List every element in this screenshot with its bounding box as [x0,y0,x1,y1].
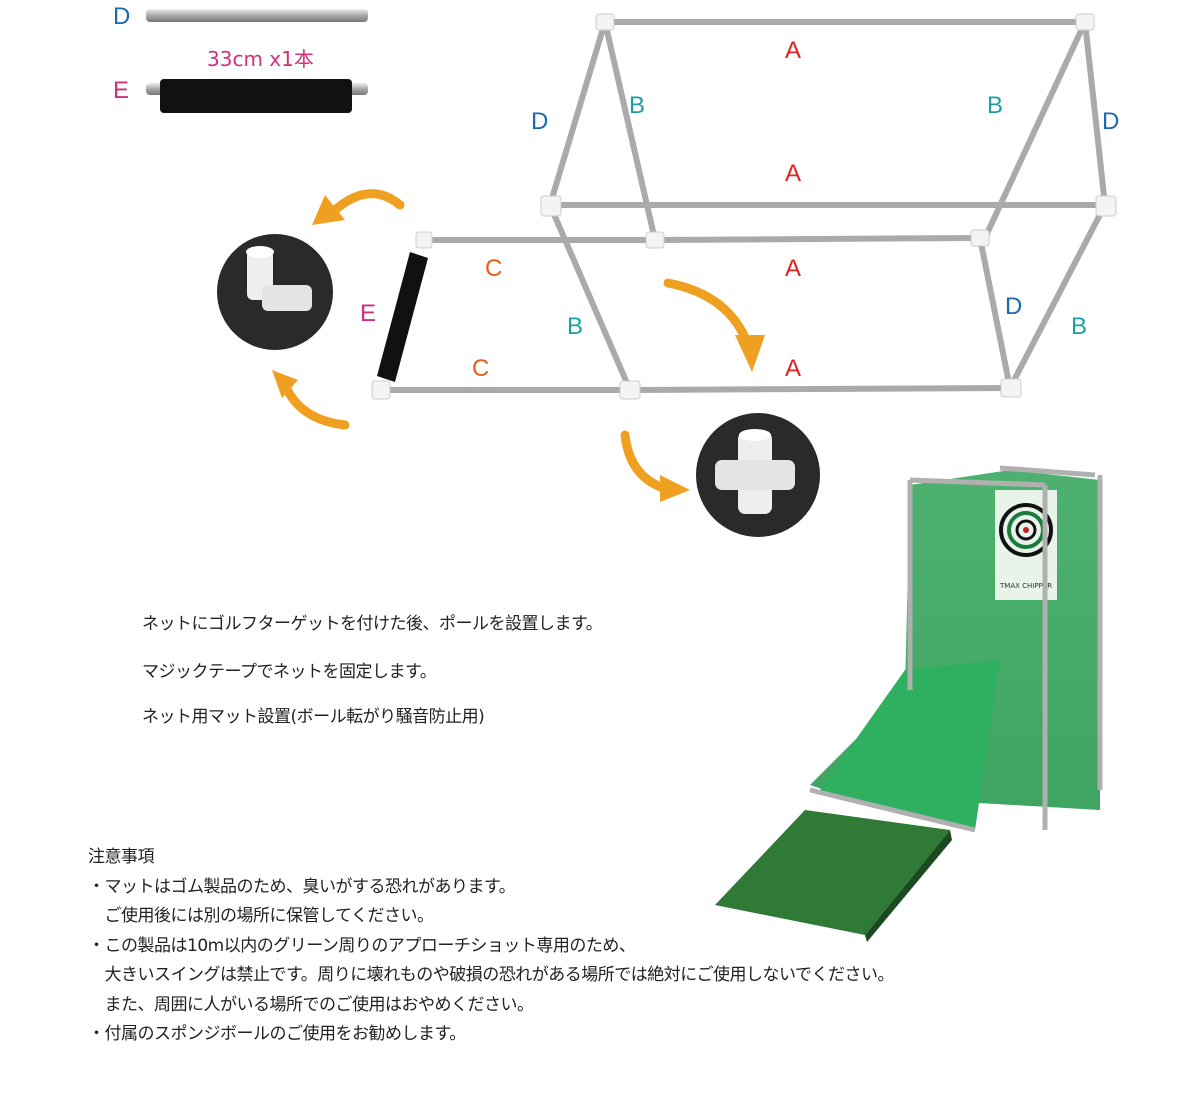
part-e-label: E [113,77,129,104]
pole-d [146,9,368,22]
label-a: A [785,255,801,282]
pole-e-sponge [160,79,352,113]
label-c: C [472,355,489,382]
label-e: E [360,300,376,327]
label-a: A [785,355,801,382]
label-b: B [629,92,645,119]
notes-title: 注意事項 [88,847,154,867]
part-d-label: D [113,3,130,30]
note-line: ・この製品は10m以内のグリーン周りのアプローチショット専用のため、 [88,935,636,956]
label-c: C [485,255,502,282]
label-b: B [567,313,583,340]
label-a: A [785,160,801,187]
caution-notes: 注意事項 ・マットはゴム製品のため、臭いがする恐れがあります。 ご使用後には別の… [88,843,894,1050]
elbow-joint-closeup [217,234,333,350]
frame [377,19,1108,393]
note-line: ・付属のスポンジボールのご使用をお勧めします。 [88,1024,466,1044]
instruction-2: マジックテープでネットを固定します。 [142,662,437,682]
label-a: A [785,37,801,64]
note-line: また、周囲に人がいる場所でのご使用はおやめください。 [88,994,534,1015]
arrowheads [272,195,765,502]
sponge-pole-e [377,252,428,382]
instruction-1: ネットにゴルフターゲットを付けた後、ポールを設置します。 [142,614,603,634]
brand-logo: TMAX CHIPPER [999,582,1052,590]
note-line: ご使用後には別の場所に保管してください。 [88,906,434,926]
note-line: ・マットはゴム製品のため、臭いがする恐れがあります。 [88,876,516,897]
note-line: 大きいスイングは禁止です。周りに壊れものや破損の恐れがある場所では絶対にご使用し… [88,965,894,985]
label-b: B [1071,313,1087,340]
label-d: D [1102,108,1119,135]
cross-joint-closeup [696,413,820,537]
label-d: D [1005,293,1022,320]
product-photo: TMAX CHIPPER [715,465,1103,942]
label-b: B [987,92,1003,119]
label-d: D [531,108,548,135]
part-e-size: 33cm x1本 [207,47,314,71]
instruction-3: ネット用マット設置(ボール転がり騒音防止用) [142,707,485,727]
joints [371,13,1117,400]
